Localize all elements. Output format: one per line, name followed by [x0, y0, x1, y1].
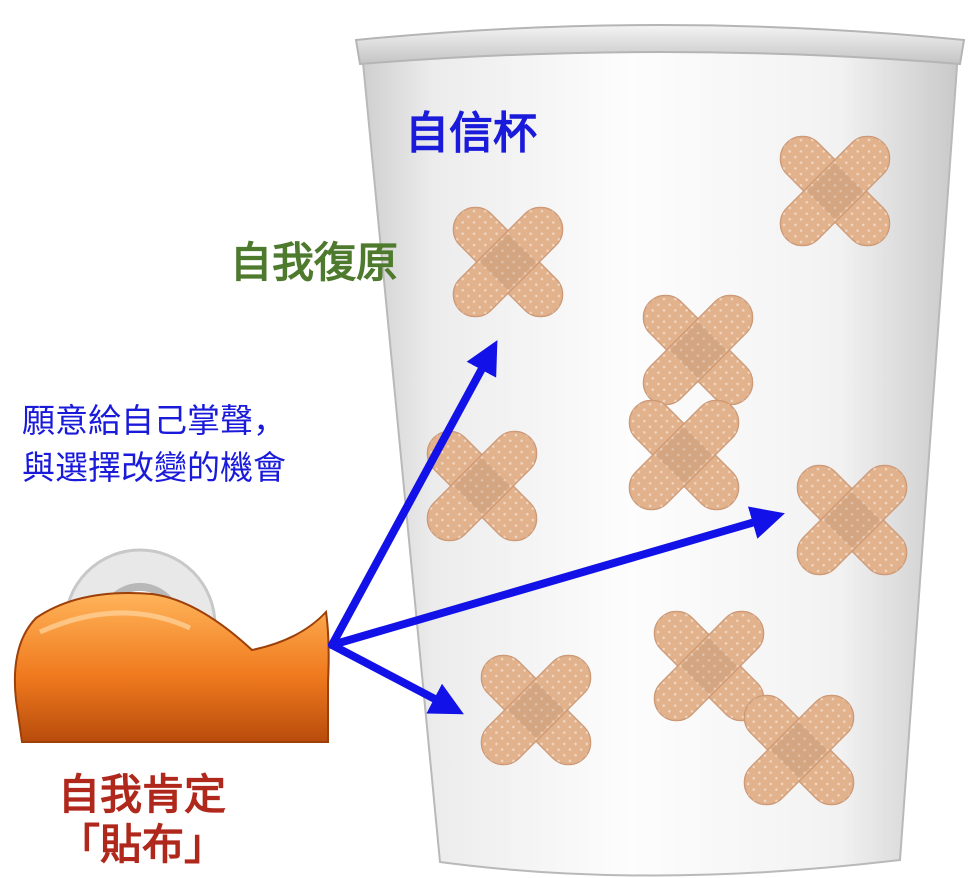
tape-dispenser-icon — [13, 548, 330, 743]
self-recovery-label: 自我復原 — [230, 238, 399, 287]
willingness-line-2: 與選擇改變的機會 — [22, 447, 286, 487]
self-affirmation-line-1: 自我肯定 — [58, 770, 227, 819]
arrow-icon — [328, 340, 785, 715]
self-affirmation-label: 自我肯定 「貼布」 — [58, 770, 226, 871]
willingness-label: 願意給自己掌聲， 與選擇改變的機會 — [22, 398, 286, 492]
self-affirmation-line-2: 「貼布」 — [58, 820, 227, 870]
willingness-line-1: 願意給自己掌聲， — [22, 401, 286, 440]
cup-title: 自信杯 — [405, 108, 537, 159]
